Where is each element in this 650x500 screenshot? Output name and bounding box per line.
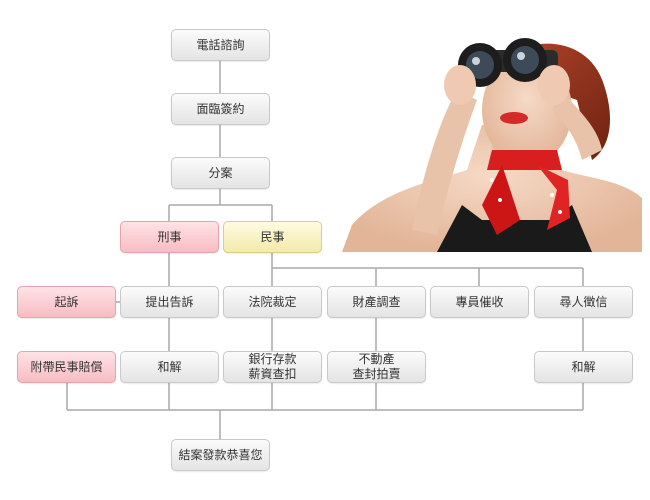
node-contract-signing: 面臨簽約: [171, 93, 270, 125]
node-civil: 民事: [223, 221, 322, 253]
node-real-estate-auction: 不動產 查封拍賣: [327, 351, 426, 383]
node-civil-compensation: 附帶民事賠償: [17, 351, 116, 383]
node-phone-consult: 電話諮詢: [171, 29, 270, 61]
binoculars-woman-photo: [342, 30, 642, 252]
node-criminal: 刑事: [120, 221, 219, 253]
node-prosecute: 起訴: [17, 286, 116, 318]
node-settlement-search: 和解: [534, 351, 633, 383]
node-debt-collection: 專員催收: [430, 286, 529, 318]
node-bank-salary-seizure: 銀行存款 薪資查扣: [223, 351, 322, 383]
node-person-search: 尋人徵信: [534, 286, 633, 318]
node-case-dispatch: 分案: [171, 157, 270, 189]
node-file-complaint: 提出告訴: [120, 286, 219, 318]
node-settlement-criminal: 和解: [120, 351, 219, 383]
node-case-closed: 結案發款恭喜您: [171, 439, 270, 471]
node-property-investigation: 財產調查: [327, 286, 426, 318]
node-court-ruling: 法院裁定: [223, 286, 322, 318]
